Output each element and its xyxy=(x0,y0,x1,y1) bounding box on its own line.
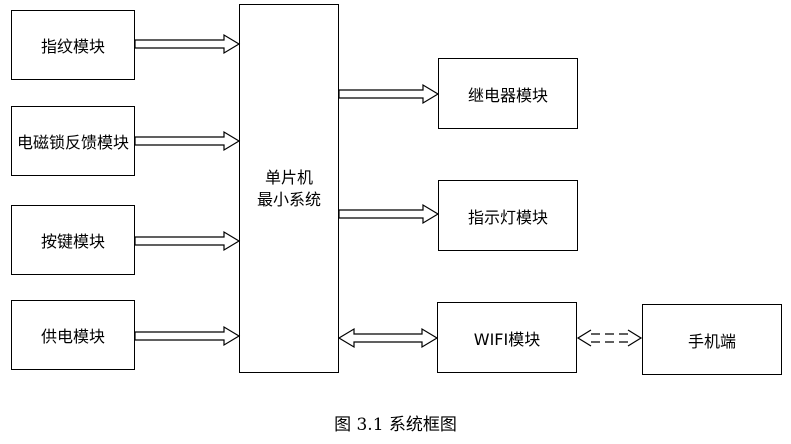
fingerprint-module-label: 指纹模块 xyxy=(40,37,105,56)
fingerprint-module-box: 指纹模块 xyxy=(11,10,135,80)
power-module-box: 供电模块 xyxy=(11,300,135,370)
arrow-power-to-mcu xyxy=(134,325,241,347)
arrow-lock-feedback-to-mcu xyxy=(134,130,241,152)
figure-caption: 图 3.1 系统框图 xyxy=(334,415,457,435)
arrow-mcu-to-relay xyxy=(338,83,440,105)
phone-box: 手机端 xyxy=(642,304,782,375)
arrow-wifi-phone-wireless xyxy=(576,329,643,347)
lock-feedback-module-label: 电磁锁反馈模块 xyxy=(16,133,129,152)
wifi-module-label: WIFI模块 xyxy=(473,329,541,349)
arrow-keypad-to-mcu xyxy=(134,230,241,252)
mcu-box: 单片机 最小系统 xyxy=(239,4,339,373)
mcu-label-line1: 单片机 xyxy=(264,167,313,187)
keypad-module-box: 按键模块 xyxy=(11,205,135,275)
wifi-module-box: WIFI模块 xyxy=(437,302,577,373)
mcu-label-line2: 最小系统 xyxy=(256,189,321,209)
indicator-module-label: 指示灯模块 xyxy=(467,207,548,227)
arrow-fingerprint-to-mcu xyxy=(134,33,241,55)
relay-module-box: 继电器模块 xyxy=(438,58,578,129)
arrow-mcu-to-indicator xyxy=(338,203,440,225)
indicator-module-box: 指示灯模块 xyxy=(438,180,578,251)
phone-label: 手机端 xyxy=(687,331,736,351)
relay-module-label: 继电器模块 xyxy=(467,85,548,105)
keypad-module-label: 按键模块 xyxy=(40,232,105,251)
power-module-label: 供电模块 xyxy=(40,327,105,346)
arrow-mcu-wifi-bidirectional xyxy=(337,327,439,349)
lock-feedback-module-box: 电磁锁反馈模块 xyxy=(11,106,135,176)
